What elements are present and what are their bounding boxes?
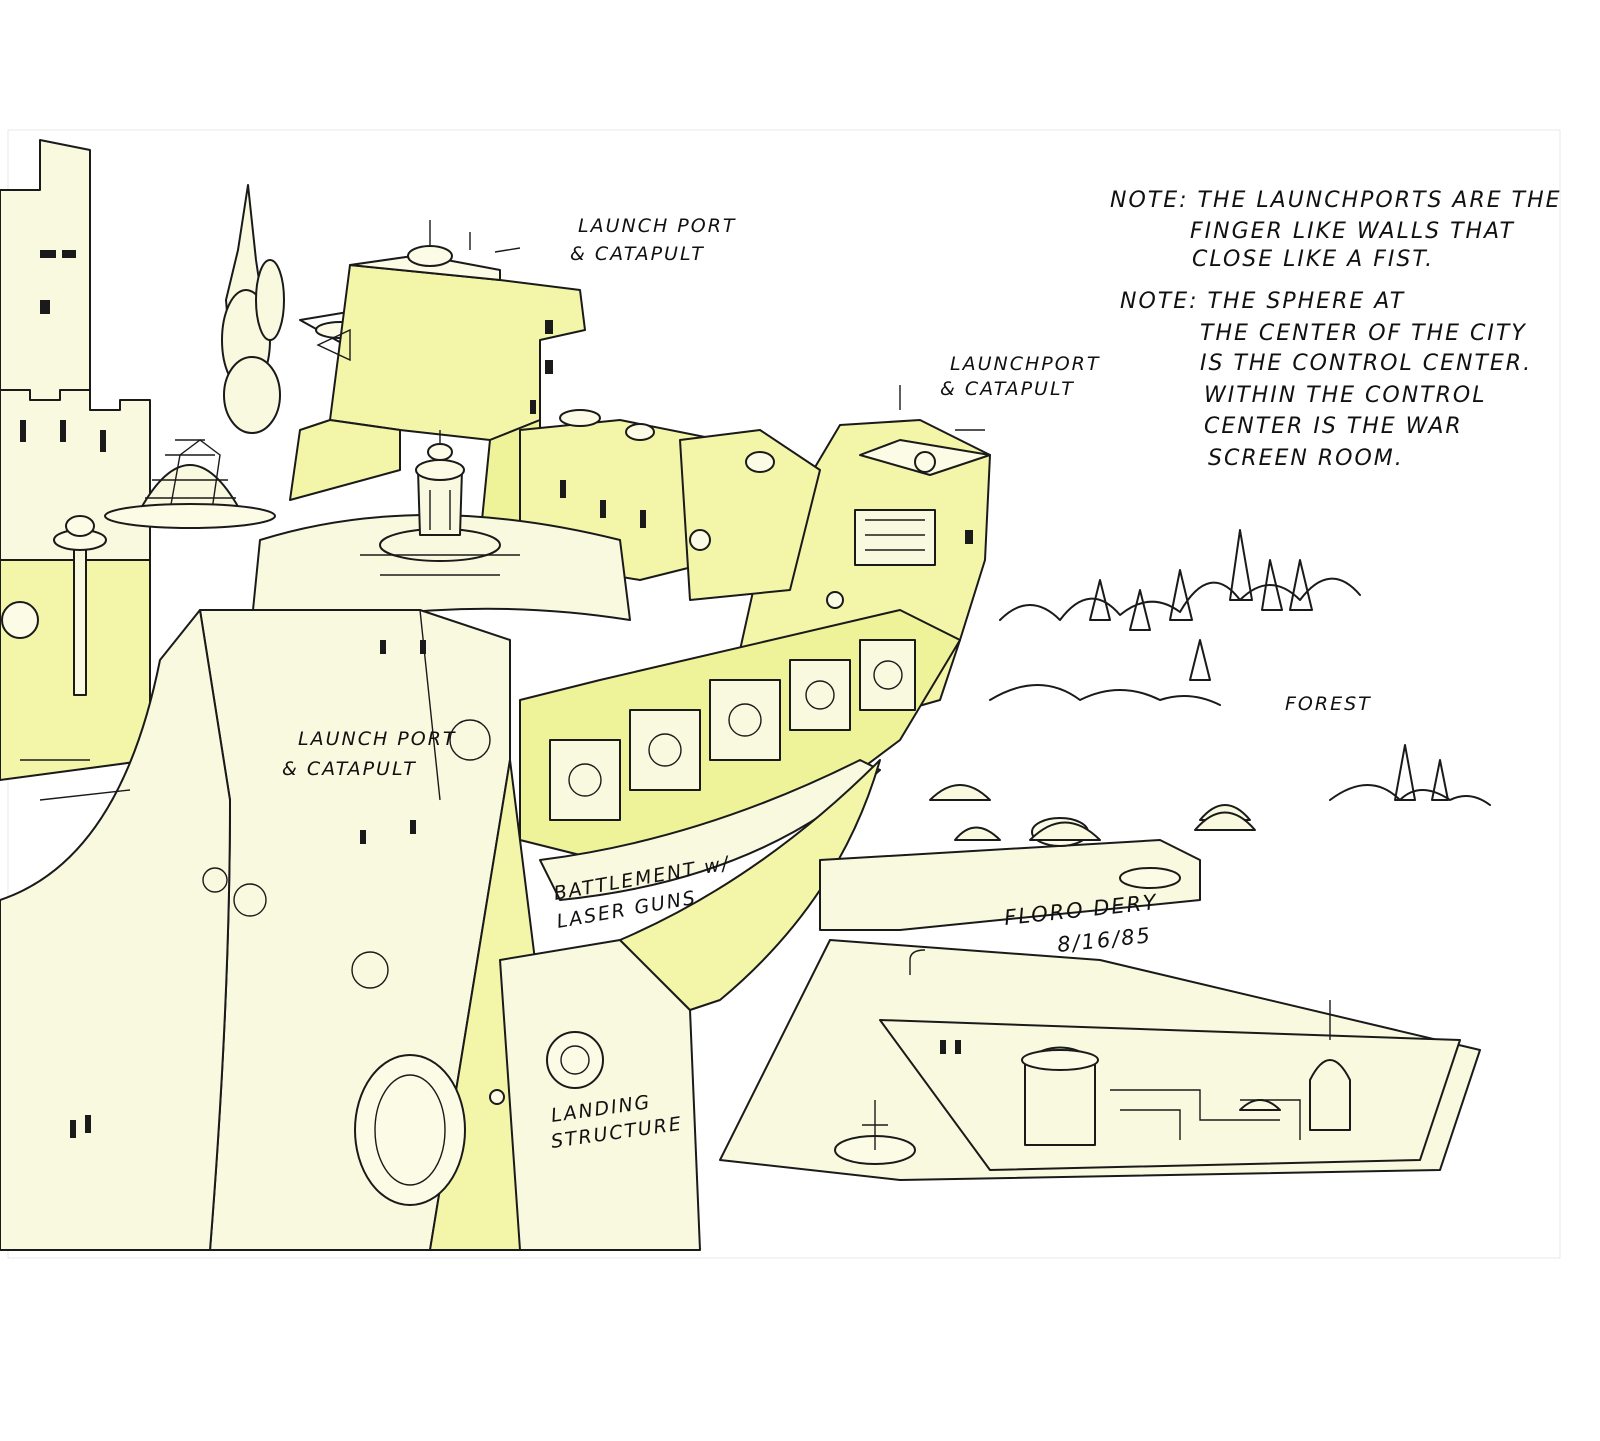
label-launch-port-front-line1: LAUNCH PORT [298,728,457,750]
label-launch-port-right: LAUNCHPORT & CATAPULT [940,353,1100,400]
note-launchports: NOTE: THE LAUNCHPORTS ARE THE FINGER LIK… [1110,188,1562,272]
label-launch-port-front-line2: & CATAPULT [282,758,417,780]
note-sphere: NOTE: THE SPHERE AT THE CENTER OF THE CI… [1120,289,1532,471]
note2-line2: THE CENTER OF THE CITY [1200,321,1527,346]
battlement-laser-guns [519,609,961,901]
landing-structure [354,939,701,1251]
note1-line2: FINGER LIKE WALLS THAT [1190,219,1515,244]
note2-line3: IS THE CONTROL CENTER. [1200,351,1532,376]
small-domes [929,784,1256,841]
label-forest: FOREST [1285,693,1372,715]
note1-line1: NOTE: THE LAUNCHPORTS ARE THE [1110,188,1562,213]
label-launch-port-top-line1: LAUNCH PORT [578,215,737,237]
underground-complex [1021,1000,1351,1146]
label-launch-port-right-line2: & CATAPULT [940,378,1075,400]
note2-line4: WITHIN THE CONTROL [1204,383,1486,408]
yellow-curved-wall [619,759,881,1011]
label-launch-port-right-line1: LAUNCHPORT [950,353,1100,375]
label-launch-port-top-line2: & CATAPULT [570,243,705,265]
control-center [249,430,631,641]
rocket-spires [221,184,365,434]
note2-line6: SCREEN ROOM. [1208,446,1404,471]
forest [989,529,1491,806]
launch-port-tower-top [289,220,586,541]
note2-line1: NOTE: THE SPHERE AT [1120,289,1405,314]
geodesic-dome [104,439,276,529]
label-launch-port-top: LAUNCH PORT & CATAPULT [570,215,737,265]
needle-tower [53,515,107,696]
note2-line5: CENTER IS THE WAR [1204,414,1463,439]
label-launch-port-front: LAUNCH PORT & CATAPULT [282,728,457,780]
note1-line3: CLOSE LIKE A FIST. [1192,247,1434,272]
